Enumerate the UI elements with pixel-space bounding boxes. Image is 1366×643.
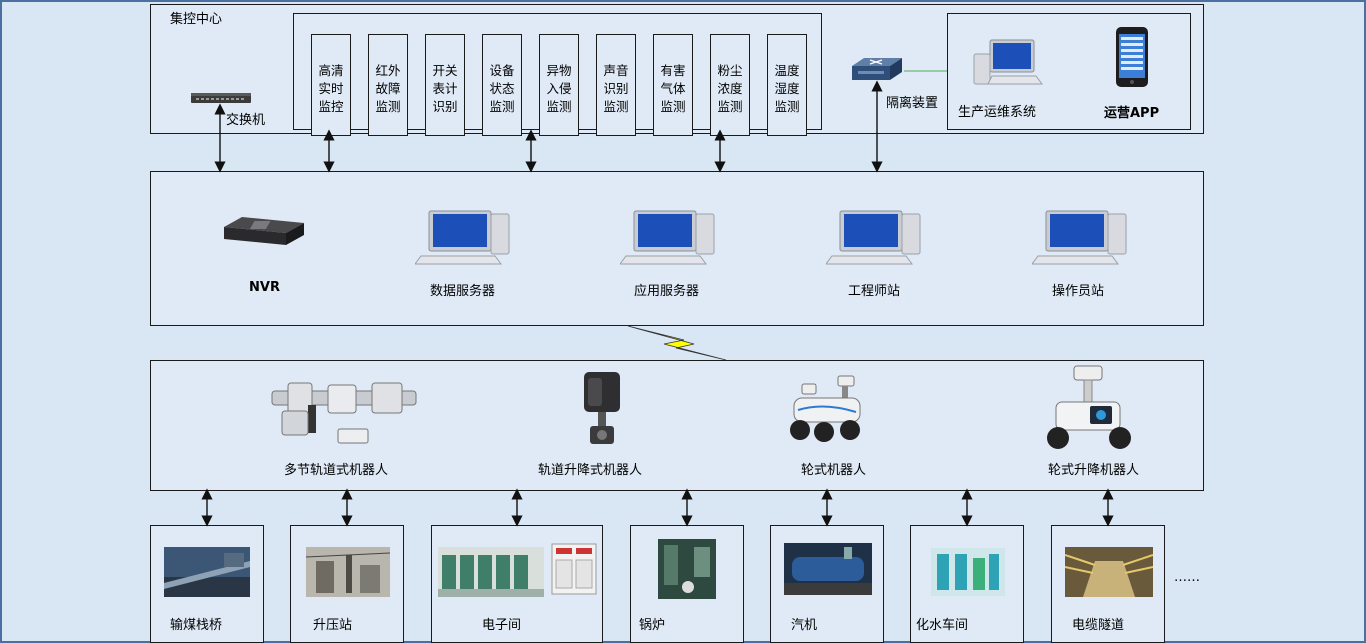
site-water-treatment-label: 化水车间 (916, 618, 969, 633)
data-server-computer-icon (415, 210, 510, 265)
site-cable-tunnel-label: 电缆隧道 (1072, 618, 1125, 633)
boiler-photo (658, 539, 716, 599)
site-box-turbine: 汽机 (770, 525, 884, 643)
server-engineer-label: 工程师站 (848, 284, 901, 299)
site-coal-trestle-label: 输煤栈桥 (170, 618, 223, 633)
switch-label: 交换机 (226, 113, 266, 128)
wheeled-lift-robot-icon (1047, 365, 1131, 449)
monitor-cell-hd: 高清实时监控 (311, 34, 351, 136)
site-box-electronic-room: 电子间 (431, 525, 603, 643)
monitor-cell-device: 设备状态监测 (482, 34, 522, 136)
turbine-photo (784, 543, 872, 595)
network-switch-icon (191, 93, 251, 103)
site-box-coal-trestle: 输煤栈桥 (150, 525, 264, 643)
site-box-cable-tunnel: 电缆隧道 (1051, 525, 1165, 643)
wireless-lightning-icon (627, 325, 727, 361)
cable-tunnel-photo (1065, 547, 1153, 597)
app-server-computer-icon (620, 210, 715, 265)
isolation-device-icon (852, 58, 902, 80)
site-turbine-label: 汽机 (791, 618, 818, 633)
operator-station-computer-icon (1032, 210, 1127, 265)
multi-section-rail-robot-icon (271, 382, 417, 444)
app-production-label: 生产运维系统 (958, 105, 1037, 120)
robot-rail-lift-label: 轨道升降式机器人 (538, 463, 643, 478)
monitor-cell-temperature: 温度湿度监测 (767, 34, 807, 136)
site-substation-label: 升压站 (313, 618, 353, 633)
site-box-boiler: 锅炉 (630, 525, 744, 643)
coal-trestle-photo (164, 547, 250, 597)
water-treatment-photo (931, 548, 1005, 596)
isolation-label: 隔离装置 (886, 96, 939, 111)
monitor-cell-dust: 粉尘浓度监测 (710, 34, 750, 136)
wheeled-robot-icon (790, 375, 861, 442)
robot-wheeled-label: 轮式机器人 (801, 463, 867, 478)
server-data-label: 数据服务器 (430, 284, 496, 299)
site-boiler-label: 锅炉 (639, 618, 666, 633)
app-operation-label: 运营APP (1104, 106, 1160, 121)
desktop-computer-icon (973, 39, 1043, 85)
monitor-cell-switch: 开关表计识别 (425, 34, 465, 136)
site-electronic-room-label: 电子间 (482, 618, 522, 633)
monitor-cell-gas: 有害气体监测 (653, 34, 693, 136)
monitor-cell-infrared: 红外故障监测 (368, 34, 408, 136)
robot-panel (150, 360, 1204, 491)
nvr-icon (224, 217, 304, 245)
server-nvr-label: NVR (249, 280, 280, 295)
more-sites-ellipsis: …… (1174, 570, 1200, 585)
substation-photo (306, 547, 390, 597)
server-app-label: 应用服务器 (634, 284, 700, 299)
smartphone-icon (1116, 27, 1148, 87)
cabinet-photo (551, 543, 597, 595)
monitor-cell-sound: 声音识别监测 (596, 34, 636, 136)
robot-multi-rail-label: 多节轨道式机器人 (284, 463, 389, 478)
control-center-title: 集控中心 (170, 12, 223, 27)
monitor-cell-intrusion: 异物入侵监测 (539, 34, 579, 136)
electronic-room-photo (438, 547, 544, 597)
monitor-group: 高清实时监控 红外故障监测 开关表计识别 设备状态监测 异物入侵监测 声音识别监… (293, 13, 822, 136)
engineer-station-computer-icon (826, 210, 921, 265)
robot-wheeled-lift-label: 轮式升降机器人 (1048, 463, 1140, 478)
site-box-substation: 升压站 (290, 525, 404, 643)
rail-lift-robot-icon (584, 372, 620, 444)
server-operator-label: 操作员站 (1052, 284, 1105, 299)
